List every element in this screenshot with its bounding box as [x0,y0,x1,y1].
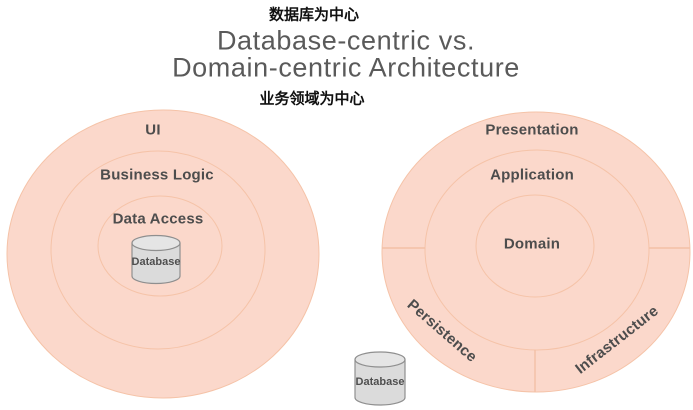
domain-centric-diagram [354,111,691,406]
left-database-label: Database [131,256,181,268]
left-ring-label-ui: UI [145,121,161,139]
cylinder-body [354,359,406,406]
cylinder-top [354,351,406,368]
external-database-cylinder-icon [354,351,406,406]
external-database-label: Database [355,376,405,388]
page-title-line-2: Domain-centric Architecture [172,52,520,83]
right-inner-ring-domain [475,194,595,298]
right-ring-label-domain: Domain [503,235,561,253]
left-database-cylinder-icon [131,234,181,285]
right-ring-label-presentation: Presentation [485,121,579,139]
left-ring-label-data-access: Data Access [112,210,204,228]
database-centric-diagram [6,109,320,399]
cylinder-top [131,234,181,252]
left-ring-label-business-logic: Business Logic [100,166,214,184]
cylinder-body [131,243,181,285]
right-ring-label-application: Application [490,166,574,184]
page-title-line-1: Database-centric vs. [216,25,476,56]
chinese-label-domain-centric: 业务领域为中心 [259,90,365,108]
chinese-label-database-centric: 数据库为中心 [268,6,360,24]
